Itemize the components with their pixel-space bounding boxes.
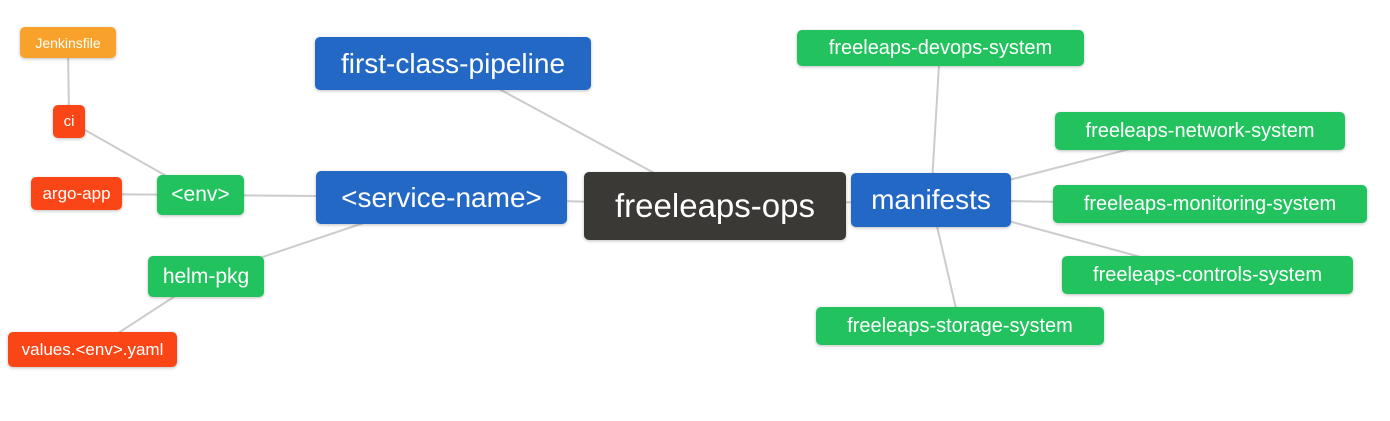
- node-freeleaps-storage-system[interactable]: freeleaps-storage-system: [816, 307, 1104, 345]
- node-first-class-pipeline[interactable]: first-class-pipeline: [315, 37, 591, 90]
- node-manifests[interactable]: manifests: [851, 173, 1011, 227]
- node-jenkinsfile[interactable]: Jenkinsfile: [20, 27, 116, 58]
- node-freeleaps-devops-system[interactable]: freeleaps-devops-system: [797, 30, 1084, 66]
- node-ci[interactable]: ci: [53, 105, 85, 138]
- node-service-name[interactable]: <service-name>: [316, 171, 567, 224]
- node-freeleaps-ops[interactable]: freeleaps-ops: [584, 172, 846, 240]
- node-values-env-yaml[interactable]: values.<env>.yaml: [8, 332, 177, 367]
- node-env[interactable]: <env>: [157, 175, 244, 215]
- node-freeleaps-network-system[interactable]: freeleaps-network-system: [1055, 112, 1345, 150]
- node-freeleaps-controls-system[interactable]: freeleaps-controls-system: [1062, 256, 1353, 294]
- node-freeleaps-monitoring-system[interactable]: freeleaps-monitoring-system: [1053, 185, 1367, 223]
- node-helm-pkg[interactable]: helm-pkg: [148, 256, 264, 297]
- node-argo-app[interactable]: argo-app: [31, 177, 122, 210]
